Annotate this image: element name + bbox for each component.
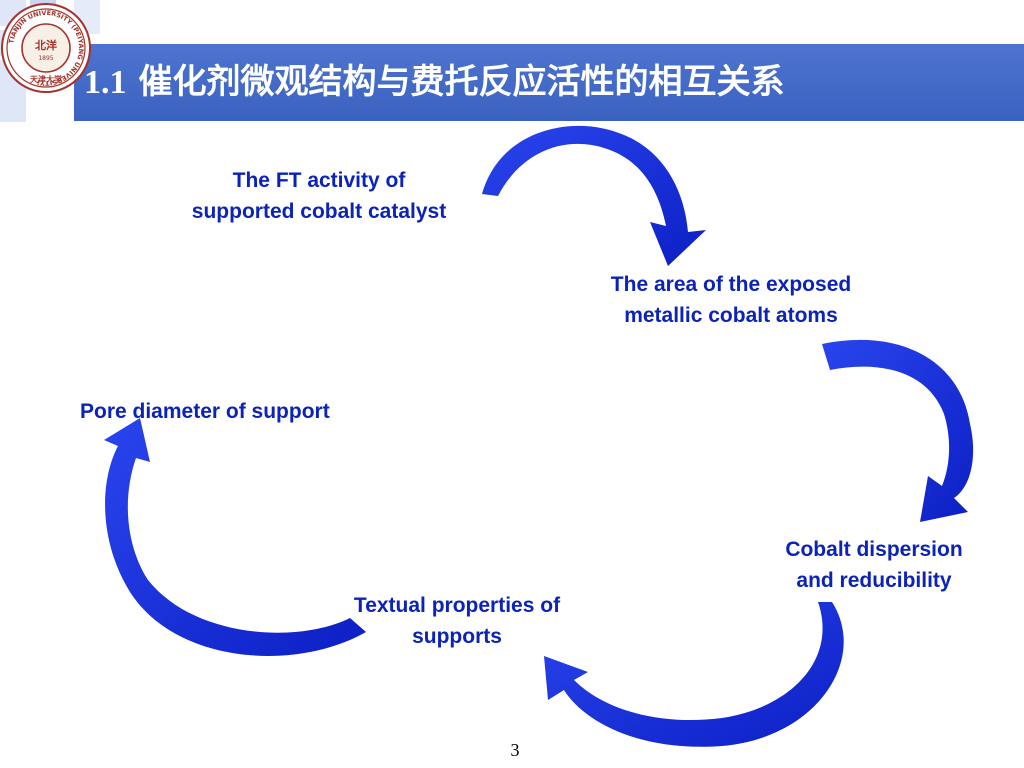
node-exposed-area-line1: The area of the exposed (610, 273, 852, 296)
arrow-area-to-dispersion (822, 339, 974, 522)
node-pore-line1: Pore diameter of support (80, 400, 330, 423)
arrow-ft-to-area (482, 125, 706, 267)
slide-title: 1.1 催化剂微观结构与费托反应活性的相互关系 (84, 50, 785, 114)
node-ft-activity: The FT activity of supported cobalt cata… (152, 165, 486, 227)
page-number: 3 (510, 740, 520, 760)
node-ft-activity-line1: The FT activity of (232, 169, 406, 192)
node-dispersion-line1: Cobalt dispersion (785, 538, 963, 561)
node-ft-activity-line2: supported cobalt catalyst (191, 200, 447, 223)
seal-year: 1895 (38, 55, 53, 62)
arrow-textual-to-pore (104, 418, 366, 656)
seal-bottom-text: 天津大学 (30, 74, 62, 84)
title-label: 催化剂微观结构与费托反应活性的相互关系 (138, 62, 785, 102)
seal-center-text: 北洋 (35, 38, 57, 52)
node-dispersion: Cobalt dispersion and reducibility (756, 534, 992, 596)
section-number: 1.1 (84, 64, 127, 101)
university-seal-logo: TIANJIN UNIVERSITY (PEIYANG UNIVERSITY) … (1, 3, 91, 93)
node-dispersion-line2: and reducibility (796, 569, 952, 592)
node-textual: Textual properties of supports (314, 590, 600, 652)
title-bar (74, 44, 1024, 121)
node-textual-line1: Textual properties of (353, 594, 561, 617)
node-exposed-area: The area of the exposed metallic cobalt … (568, 269, 894, 331)
node-pore: Pore diameter of support (80, 396, 412, 427)
node-textual-line2: supports (412, 625, 502, 648)
arrow-dispersion-to-textual (544, 602, 844, 747)
node-exposed-area-line2: metallic cobalt atoms (624, 304, 838, 327)
